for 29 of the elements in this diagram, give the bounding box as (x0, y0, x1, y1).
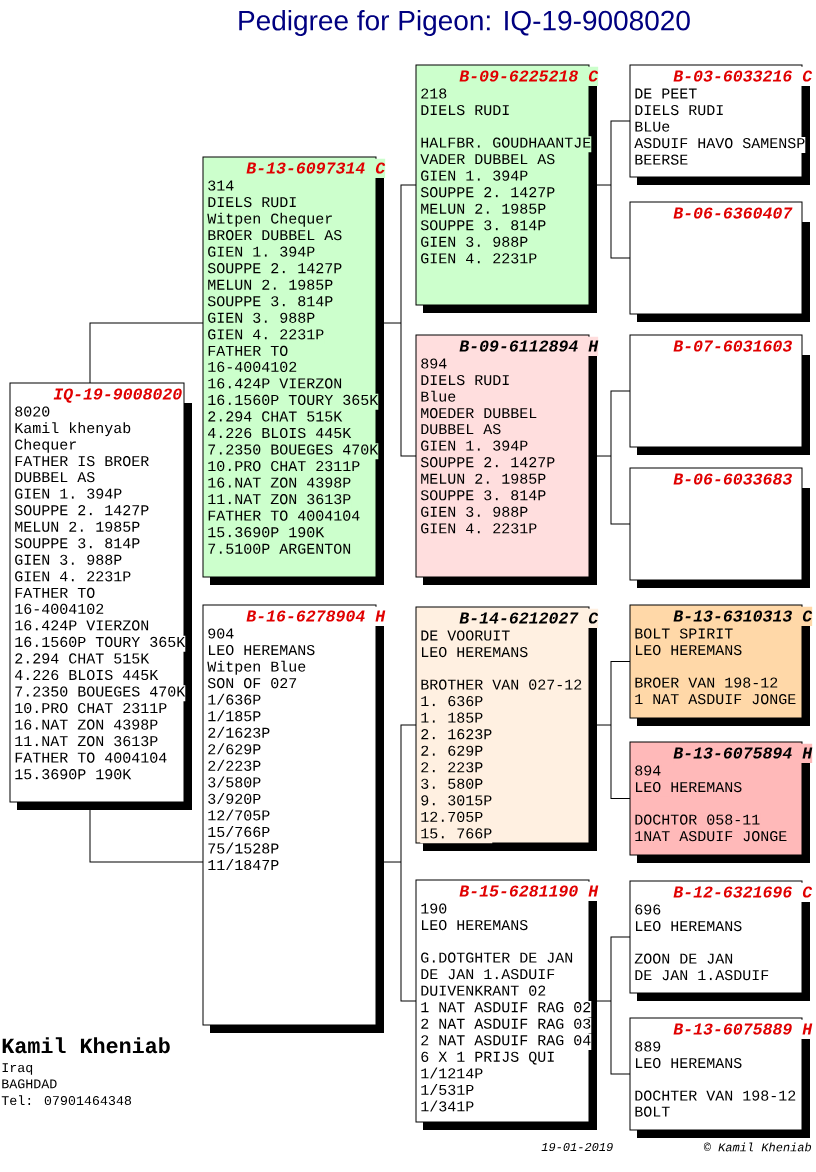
address-text: Iraq (2, 1063, 33, 1075)
detail-text: 7.2350 BOUEGES 470K (207, 443, 379, 460)
detail-text: Witpen Chequer (207, 212, 334, 229)
detail-text: GIEN 1. 394P (207, 245, 316, 262)
print-date: 19-01-2019 (541, 1142, 613, 1152)
detail-text: 314 (207, 179, 235, 196)
connector-line (596, 120, 631, 259)
detail-text: 2.294 CHAT 515K (207, 410, 343, 427)
connector-line (89, 322, 204, 384)
detail-text: SOUPPE 3. 814P (207, 295, 334, 311)
connector-line (596, 390, 631, 525)
detail-text: 7.5100P ARGENTON (207, 542, 352, 559)
detail-text: 16.NAT ZON 4398P (207, 476, 352, 493)
copyright-notice: © Kamil Kheniab (703, 1142, 812, 1152)
ring-number: B-13-6097314 C (246, 158, 386, 179)
connector-line (596, 661, 631, 799)
detail-text: FATHER TO 4004104 (207, 509, 361, 526)
phone-number: Tel: 07901464348 (1, 1095, 132, 1106)
detail-text: FATHER TO 16-4004102 (208, 345, 297, 372)
connector-line (89, 809, 204, 863)
author-name: Kamil Kheniab (2, 1037, 170, 1054)
connector-line (596, 936, 631, 1075)
detail-text: 16.424P VIERZON (207, 377, 343, 394)
detail-text: GIEN 4. 2231P (207, 328, 325, 345)
page-title: Pedigree for Pigeon: IQ-19-9008020 (239, 9, 690, 37)
connector-line (383, 184, 417, 457)
connector-line (383, 724, 417, 1002)
address-text: BAGHDAD (2, 1079, 57, 1089)
detail-text: MELUN 2. 1985P (207, 278, 334, 295)
